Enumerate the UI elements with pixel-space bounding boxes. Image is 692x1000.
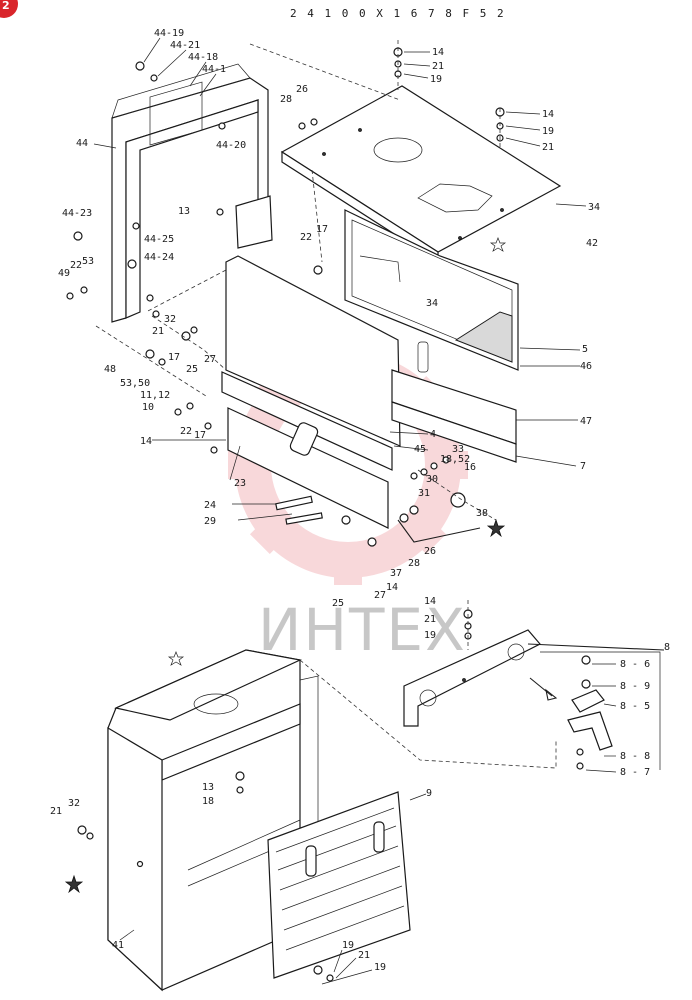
callout: 21 — [542, 142, 554, 153]
callout: 34 — [426, 298, 438, 309]
watermark-text: ИНТЕХ — [258, 596, 467, 664]
callout: 8 - 6 — [620, 659, 650, 670]
callout: 53 — [82, 256, 94, 267]
star-markers — [64, 237, 507, 894]
callout: 8 — [664, 642, 670, 653]
callout: 22 — [180, 426, 192, 437]
rear-frame-34 — [344, 209, 519, 373]
callout: 9 — [426, 788, 432, 799]
callout: 38 — [476, 508, 488, 519]
callout: 21 — [424, 614, 436, 625]
callout: 53,50 — [120, 378, 150, 389]
grille-9 — [267, 791, 411, 982]
callout: 44-25 — [144, 234, 174, 245]
corner-badge — [0, 0, 18, 18]
leader-lines — [93, 37, 661, 985]
callout: 42 — [586, 238, 598, 249]
callout: 14 — [140, 436, 152, 447]
callout: 17 — [168, 352, 180, 363]
callout: 31 — [418, 488, 430, 499]
callout: 19 — [430, 74, 442, 85]
callout: 23 — [234, 478, 246, 489]
callout: 26 — [296, 84, 308, 95]
corner-badge-label: 2 — [2, 0, 10, 12]
callout: 11,12 — [140, 390, 170, 401]
callout: 22 — [300, 232, 312, 243]
callout: 13 — [178, 206, 190, 217]
callout: 27 — [374, 590, 386, 601]
callout: 44-20 — [216, 140, 246, 151]
callout: 21 — [152, 326, 164, 337]
callout: 44-18 — [188, 52, 218, 63]
callout: 30 — [426, 474, 438, 485]
callout: 33 — [452, 444, 464, 455]
callout: 8 - 5 — [620, 701, 650, 712]
callout: 8 - 7 — [620, 767, 650, 778]
callout: 14 — [432, 47, 444, 58]
callout: 21 — [358, 950, 370, 961]
callout: 44-21 — [170, 40, 200, 51]
callout: 21 — [50, 806, 62, 817]
callout: 14 — [542, 109, 554, 120]
lower-rails — [221, 369, 517, 529]
callout: 44-23 — [62, 208, 92, 219]
callout: 32 — [68, 798, 80, 809]
callout: 21 — [432, 61, 444, 72]
callout: 37 — [390, 568, 402, 579]
callout: 13 — [202, 782, 214, 793]
callout: 17 — [194, 430, 206, 441]
callout: 44 — [76, 138, 88, 149]
callout: 16 — [464, 462, 476, 473]
callout: 24 — [204, 500, 216, 511]
callout: 41 — [112, 940, 124, 951]
callout: 45 — [414, 444, 426, 455]
callout: 4 — [430, 429, 436, 440]
top-cover-42 — [280, 85, 562, 264]
front-frame-44 — [111, 63, 273, 323]
callout: 14 — [424, 596, 436, 607]
callout: 7 — [580, 461, 586, 472]
cabinet-41 — [77, 649, 319, 992]
callout: 19 — [342, 940, 354, 951]
callout: 47 — [580, 416, 592, 427]
callout: 44-19 — [154, 28, 184, 39]
bracket-8 — [299, 600, 665, 770]
callout: 32 — [164, 314, 176, 325]
callout: 44-24 — [144, 252, 174, 263]
callout: 8 - 9 — [620, 681, 650, 692]
callout: 22 — [70, 260, 82, 271]
callout: 10 — [142, 402, 154, 413]
callout: 19 — [424, 630, 436, 641]
callout: 29 — [204, 516, 216, 527]
drawing-number: 2 4 1 0 0 X 1 6 7 8 F 5 2 — [290, 7, 506, 20]
callout: 26 — [424, 546, 436, 557]
callout: 14 — [386, 582, 398, 593]
callout: 18,52 — [440, 454, 470, 465]
callout: 44-1 — [202, 64, 226, 75]
callout: 25 — [332, 598, 344, 609]
callout: 28 — [280, 94, 292, 105]
callout: 19 — [542, 126, 554, 137]
callout: 46 — [580, 361, 592, 372]
construction-lines-upper — [95, 40, 501, 543]
callout: 48 — [104, 364, 116, 375]
callout: 28 — [408, 558, 420, 569]
callout: 27 — [204, 354, 216, 365]
callout: 5 — [582, 344, 588, 355]
callout: 17 — [316, 224, 328, 235]
callout: 49 — [58, 268, 70, 279]
callout-labels: 14 21 19 14 19 21 34 42 44-19 44-21 44-1… — [50, 28, 670, 973]
callout: 19 — [374, 962, 386, 973]
callout: 25 — [186, 364, 198, 375]
callout: 8 - 8 — [620, 751, 650, 762]
callout: 34 — [588, 202, 600, 213]
callout: 18 — [202, 796, 214, 807]
